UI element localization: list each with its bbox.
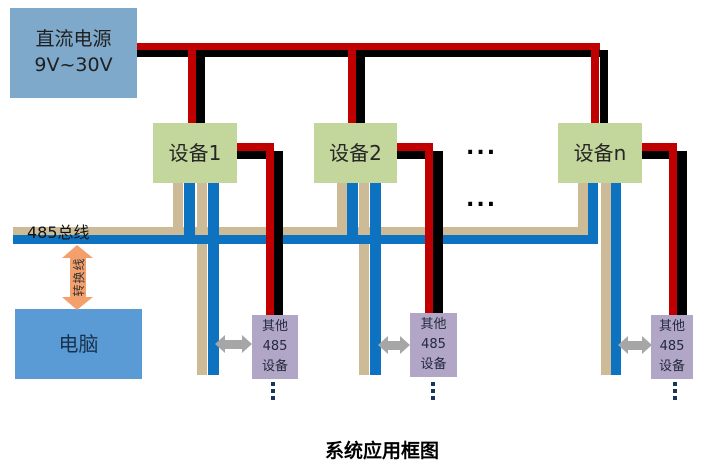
converter-arrow-shaft xyxy=(70,257,86,298)
vertical-ellipsis-2-dot xyxy=(431,382,435,386)
power-positive-drop-device1 xyxy=(188,43,196,123)
devicen-bus-b-branch-down xyxy=(611,182,621,375)
power-negative-line-horizontal xyxy=(137,50,608,57)
device2-bus-b-branch-down xyxy=(370,182,381,375)
device2-bus-b-stub xyxy=(347,182,358,244)
devicen-positive-out-horizontal xyxy=(642,143,677,151)
converter-arrow-up-icon xyxy=(62,245,93,258)
devicen-bus-b-stub xyxy=(588,182,598,244)
device2-label: 设备2 xyxy=(329,140,382,165)
device2-negative-out-vertical xyxy=(433,151,443,313)
power-positive-drop-device2 xyxy=(348,43,356,123)
device1-bus-a-stub xyxy=(173,182,183,235)
link-arrow-3-left-icon xyxy=(618,336,628,354)
vertical-ellipsis-1-dot xyxy=(271,382,275,386)
devicen-bus-a-stub xyxy=(578,182,588,235)
devicen-bus-a-branch-down xyxy=(601,182,611,375)
computer-label: 电脑 xyxy=(58,331,99,356)
device2-positive-out-vertical xyxy=(425,143,433,313)
link-arrow-2-left-icon xyxy=(378,336,388,354)
vertical-ellipsis-3-dot xyxy=(673,382,677,386)
vertical-ellipsis-2-dot xyxy=(431,389,435,393)
other-485-box-2: 其他 485 设备 xyxy=(410,313,457,377)
devicen-negative-out-vertical xyxy=(677,151,687,315)
device1-bus-b-branch-down xyxy=(208,182,219,375)
link-arrow-1-shaft xyxy=(225,340,242,349)
bus-485-line-a-horizontal xyxy=(13,227,588,235)
vertical-ellipsis-2-dot xyxy=(431,396,435,400)
device1-positive-out-vertical xyxy=(266,143,274,315)
devicen-label: 设备n xyxy=(573,140,627,165)
other-485-box-3-line1: 其他 xyxy=(658,319,685,334)
other-485-box-3-line2: 485 xyxy=(659,339,685,354)
diagram-title: 系统应用框图 xyxy=(324,440,439,462)
device1-label: 设备1 xyxy=(168,140,222,165)
device1-positive-out-horizontal xyxy=(237,143,274,151)
bus-485-line-b-horizontal xyxy=(13,235,598,244)
device2-bus-a-stub xyxy=(337,182,347,235)
link-arrow-3-shaft xyxy=(628,341,642,350)
bus-485-label: 485总线 xyxy=(27,223,90,242)
link-arrow-3-right-icon xyxy=(642,336,652,354)
device2-bus-a-branch-down xyxy=(359,182,369,375)
devicen-box: 设备n xyxy=(558,123,642,183)
other-485-box-1: 其他 485 设备 xyxy=(252,315,298,379)
other-485-box-1-line2: 485 xyxy=(262,339,288,354)
other-485-box-2-line1: 其他 xyxy=(420,317,447,332)
device1-box: 设备1 xyxy=(153,123,237,183)
dc-power-label-line1: 直流电源 xyxy=(35,28,112,51)
dc-power-label-line2: 9V~30V xyxy=(34,54,113,76)
power-positive-line-horizontal xyxy=(137,43,600,50)
other-485-box-3: 其他 485 设备 xyxy=(651,315,693,379)
other-485-box-3-line3: 设备 xyxy=(658,359,685,374)
devicen-negative-out-horizontal xyxy=(642,151,687,159)
other-485-box-1-line1: 其他 xyxy=(261,319,288,334)
other-485-box-1-line3: 设备 xyxy=(261,359,288,374)
converter-label: 转换线 xyxy=(72,257,86,297)
link-arrow-2-shaft xyxy=(388,341,400,350)
link-arrow-1-right-icon xyxy=(242,335,252,353)
device1-bus-a-branch-down xyxy=(197,182,207,375)
link-arrow-2-right-icon xyxy=(400,336,410,354)
device-row-ellipsis-1: ... xyxy=(466,135,498,160)
other-485-box-2-line2: 485 xyxy=(421,337,446,352)
device2-positive-out-horizontal xyxy=(397,143,433,151)
other-485-box-2-line3: 设备 xyxy=(420,357,447,372)
vertical-ellipsis-3-dot xyxy=(673,396,677,400)
device2-box: 设备2 xyxy=(314,123,397,183)
power-negative-drop-device1 xyxy=(196,50,205,123)
device-row-ellipsis-2: ... xyxy=(466,187,498,212)
power-negative-drop-devicen xyxy=(600,50,608,123)
vertical-ellipsis-1-dot xyxy=(271,389,275,393)
vertical-ellipsis-1-dot xyxy=(271,396,275,400)
power-positive-drop-devicen xyxy=(591,43,599,123)
computer-box: 电脑 xyxy=(15,309,142,379)
device1-bus-b-stub xyxy=(184,182,195,244)
vertical-ellipsis-3-dot xyxy=(673,389,677,393)
devicen-positive-out-vertical xyxy=(669,143,677,315)
converter-arrow-down-icon xyxy=(62,297,93,310)
device1-negative-out-vertical xyxy=(274,151,283,315)
dc-power-box: 直流电源 9V~30V xyxy=(10,8,137,98)
link-arrow-1-left-icon xyxy=(215,335,225,353)
power-negative-drop-device2 xyxy=(356,50,365,123)
device2-negative-out-horizontal xyxy=(397,151,443,159)
device1-negative-out-horizontal xyxy=(237,151,283,159)
